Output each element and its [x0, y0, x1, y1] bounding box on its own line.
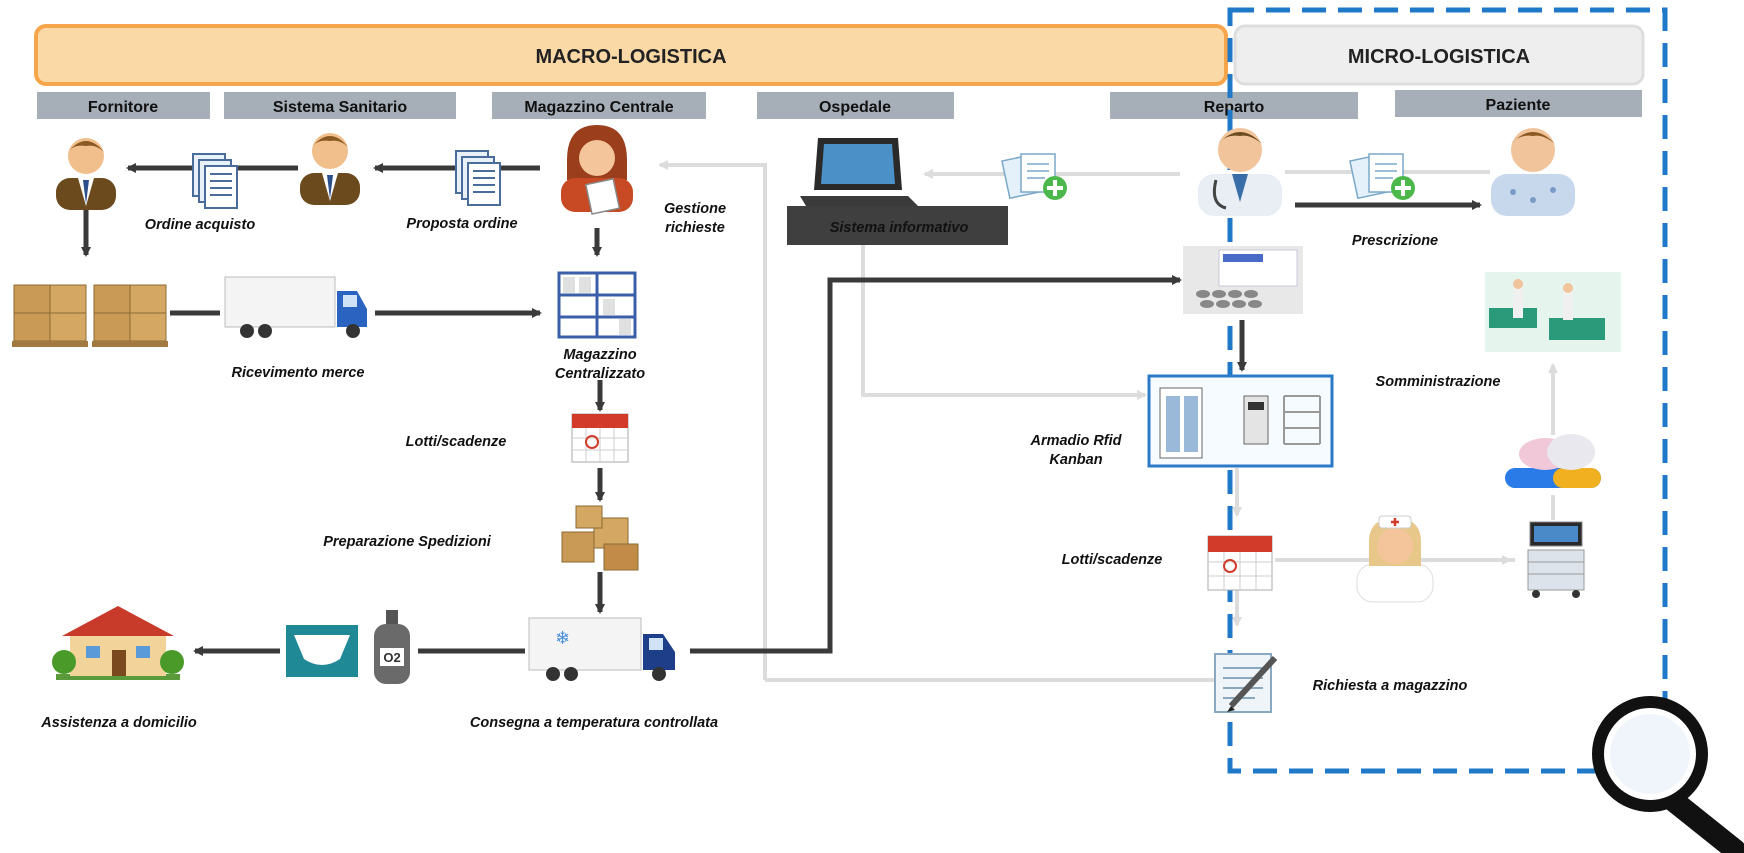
open-boxes-icon	[561, 505, 639, 571]
micro-title: MICRO-LOGISTICA	[1348, 46, 1530, 68]
request-form-icon	[1214, 653, 1278, 713]
person-icon	[56, 138, 116, 210]
col-reparto: Reparto	[1204, 99, 1265, 116]
micro-banner: MICRO-LOGISTICA	[1233, 24, 1645, 86]
col-sistema-sanitario: Sistema Sanitario	[273, 99, 408, 116]
ordine-acquisto-label: Ordine acquisto	[145, 217, 256, 233]
hospital-room-icon	[1485, 272, 1621, 352]
magazzino-label-1: Magazzino	[563, 347, 636, 363]
ricevimento-merce-label: Ricevimento merce	[232, 365, 365, 381]
house-icon	[52, 606, 184, 680]
armadio-label-1: Armadio Rfid	[1029, 433, 1122, 449]
request-return-line	[658, 160, 767, 680]
doctor-icon	[1198, 128, 1282, 216]
magazzino-label-2: Centralizzato	[555, 366, 645, 382]
document-stack-icon	[455, 150, 501, 206]
pills-icon	[1505, 434, 1601, 488]
col-magazzino-centrale: Magazzino Centrale	[524, 99, 673, 116]
lotti-scadenze-reparto-label: Lotti/scadenze	[1062, 552, 1163, 568]
document-stack-icon	[192, 153, 238, 209]
nurse-icon	[1356, 515, 1434, 603]
prescrizione-label: Prescrizione	[1352, 233, 1438, 249]
patient-icon	[1491, 128, 1575, 216]
prescription-icon	[1349, 153, 1415, 200]
prescription-icon	[1001, 153, 1067, 200]
calendar-icon	[571, 413, 629, 463]
truck-to-ward-line	[690, 275, 1182, 654]
gestione-label-1: Gestione	[664, 201, 726, 217]
macro-title: MACRO-LOGISTICA	[535, 46, 726, 68]
system-to-cabinet-line	[861, 240, 1147, 400]
macro-banner: MACRO-LOGISTICA	[34, 24, 1228, 86]
gestione-label-2: richieste	[665, 220, 725, 236]
truck-icon	[224, 276, 367, 338]
lotti-scadenze-central-label: Lotti/scadenze	[406, 434, 507, 450]
computer-icon	[800, 138, 918, 206]
sistema-informativo-label: Sistema informativo	[830, 220, 969, 236]
person-icon	[300, 133, 360, 205]
flow-labels: Ordine acquisto Proposta ordine Gestione…	[40, 201, 1500, 731]
preparazione-spedizioni-label: Preparazione Spedizioni	[323, 534, 492, 550]
armadio-label-2: Kanban	[1049, 452, 1102, 468]
col-fornitore: Fornitore	[88, 99, 158, 116]
richiesta-magazzino-label: Richiesta a magazzino	[1313, 678, 1468, 694]
manager-icon	[561, 125, 633, 215]
medicine-pack-icon	[1183, 246, 1303, 314]
o2-label: O2	[383, 650, 400, 665]
rfid-cabinet-icon	[1147, 374, 1334, 468]
sistema-informativo-box: Sistema informativo	[787, 206, 1008, 245]
oxygen-tank-icon: O2	[374, 610, 410, 684]
magnifier-icon	[1592, 696, 1744, 853]
shelving-icon	[557, 271, 637, 339]
proposta-ordine-label: Proposta ordine	[406, 216, 517, 232]
svg-text:❄: ❄	[555, 628, 570, 649]
medical-cart-icon	[1527, 521, 1585, 598]
boxes-icon	[92, 284, 168, 347]
calendar-icon	[1207, 535, 1273, 591]
column-headers: Fornitore Sistema Sanitario Magazzino Ce…	[37, 90, 1642, 119]
col-ospedale: Ospedale	[819, 99, 891, 116]
refrigerated-truck-icon: ❄	[528, 617, 675, 681]
diaper-icon	[286, 625, 358, 677]
boxes-icon	[12, 284, 88, 347]
col-paziente: Paziente	[1486, 97, 1551, 114]
somministrazione-label: Somministrazione	[1376, 374, 1501, 390]
assistenza-domicilio-label: Assistenza a domicilio	[40, 715, 197, 731]
consegna-label: Consegna a temperatura controllata	[470, 715, 718, 731]
